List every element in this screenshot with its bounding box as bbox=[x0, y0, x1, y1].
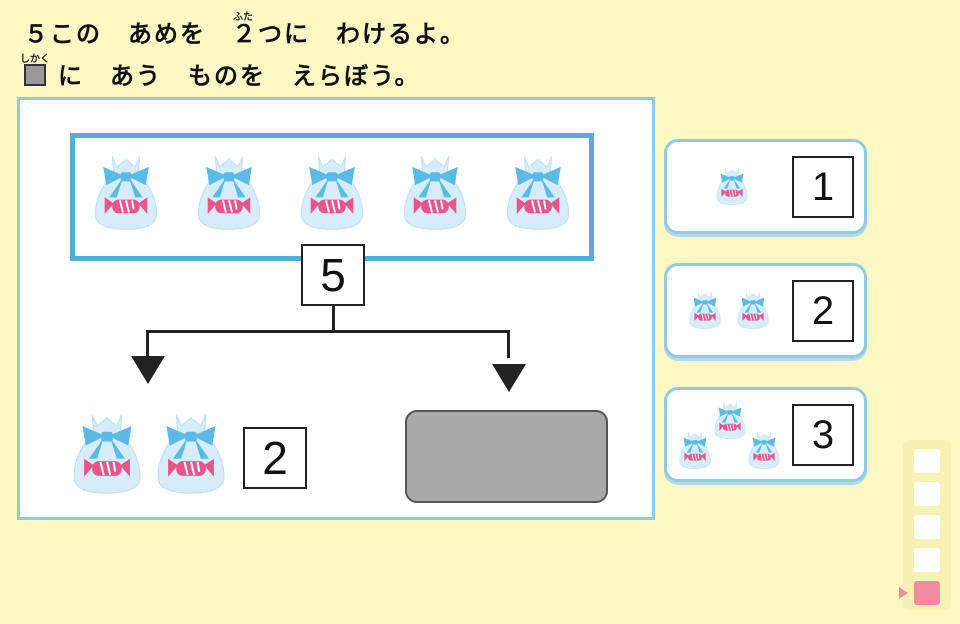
instruction-ruby-shikaku: しかく bbox=[20, 54, 50, 65]
split-line-stem bbox=[332, 306, 335, 332]
candy-icon bbox=[397, 150, 473, 238]
candy-icon bbox=[88, 150, 164, 238]
candy-icon bbox=[745, 428, 783, 476]
progress-step bbox=[914, 482, 940, 506]
instruction-line-1: ５この あめを ２つに わけるよ。 bbox=[24, 20, 466, 48]
candy-icon bbox=[734, 288, 772, 336]
progress-step bbox=[914, 548, 940, 572]
split-line-horizontal bbox=[146, 330, 510, 333]
candy-icon bbox=[713, 164, 751, 212]
answer-slot[interactable] bbox=[405, 410, 608, 503]
total-number-box: 5 bbox=[301, 244, 365, 306]
current-step-pointer-icon bbox=[899, 587, 908, 599]
progress-step bbox=[914, 515, 940, 539]
split-line-right bbox=[507, 330, 510, 358]
option-card-1[interactable]: 1 bbox=[664, 139, 867, 234]
candy-icon bbox=[676, 428, 714, 476]
candy-icon bbox=[686, 288, 724, 336]
square-symbol-icon bbox=[24, 64, 46, 86]
candy-icon bbox=[711, 398, 749, 446]
option-card-2[interactable]: 2 bbox=[664, 263, 867, 358]
option-number-box: 3 bbox=[792, 404, 854, 466]
left-part-number-box: 2 bbox=[243, 427, 307, 489]
candy-icon bbox=[294, 150, 370, 238]
candy-icon bbox=[66, 408, 148, 502]
candy-icon bbox=[500, 150, 576, 238]
candy-icon bbox=[150, 408, 232, 502]
instruction-ruby-futa: ふた bbox=[233, 12, 253, 23]
option-number-box: 2 bbox=[792, 280, 854, 342]
split-line-left bbox=[146, 330, 149, 358]
arrow-right-icon bbox=[492, 364, 526, 392]
option-number-box: 1 bbox=[792, 156, 854, 218]
progress-step bbox=[914, 581, 940, 605]
candy-icon bbox=[191, 150, 267, 238]
progress-step bbox=[914, 449, 940, 473]
arrow-left-icon bbox=[131, 356, 165, 384]
instruction-line-2: に あう ものを えらぼう。 bbox=[58, 62, 421, 90]
